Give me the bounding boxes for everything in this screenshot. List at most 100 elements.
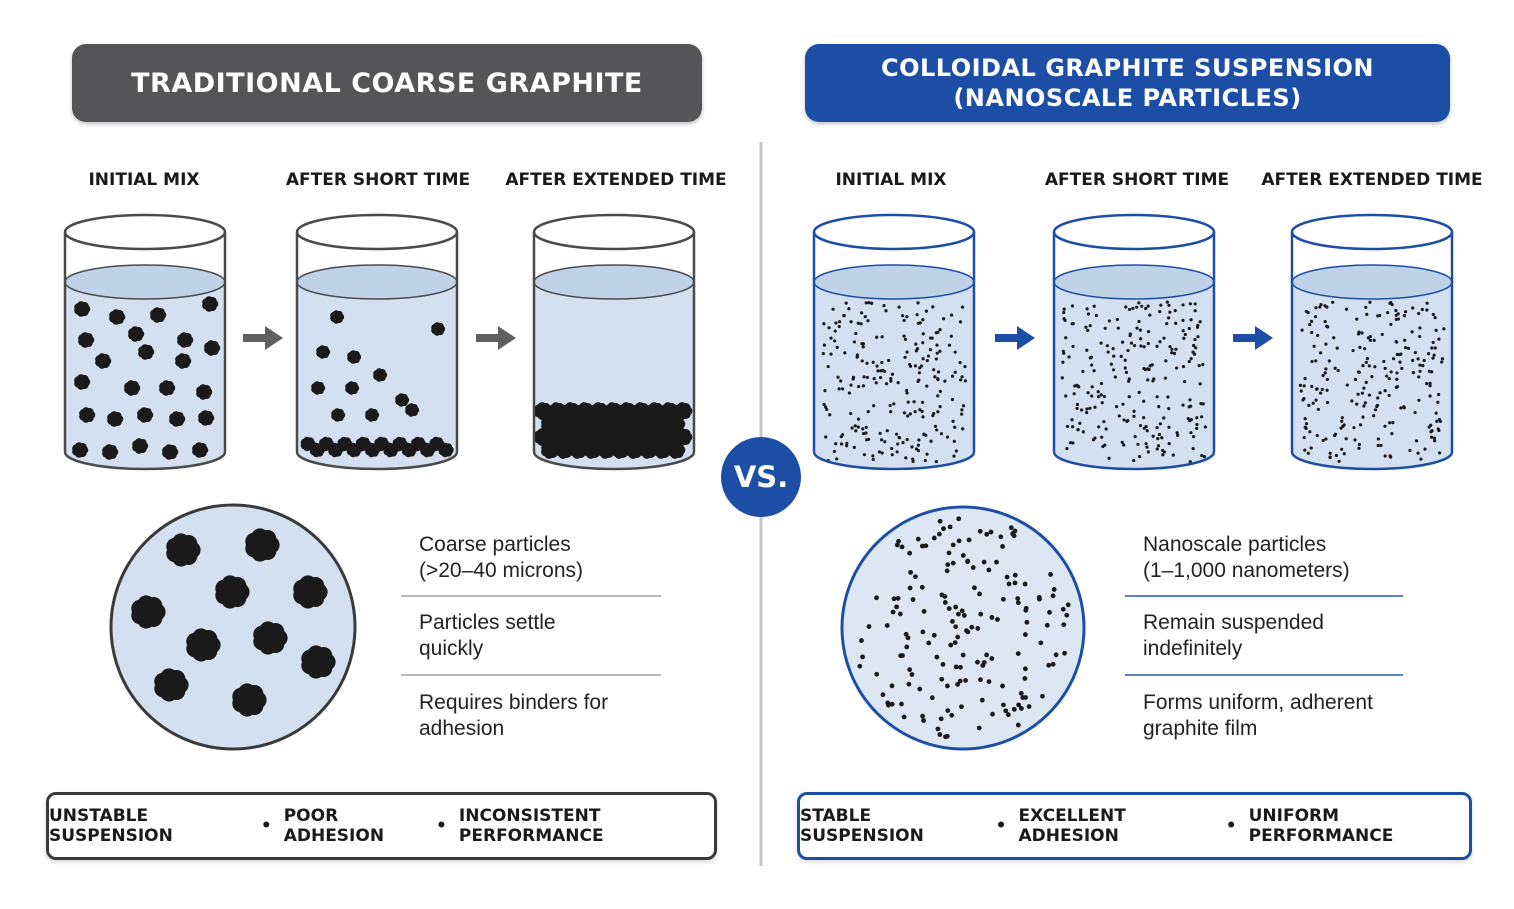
graphite-clump (169, 411, 186, 427)
nanoparticle (865, 361, 869, 365)
settled-clump (411, 436, 427, 452)
nanoparticle (1173, 309, 1177, 313)
nanoparticle (1103, 443, 1107, 447)
nanoparticle (1304, 426, 1308, 430)
nanoparticle (913, 410, 917, 414)
nanoparticle (1402, 405, 1406, 409)
nanoparticle-magnified (889, 701, 895, 707)
nanoparticle (1078, 421, 1082, 425)
nanoparticle-magnified (1003, 708, 1009, 714)
nanoparticle-magnified (1062, 650, 1067, 656)
nanoparticle (1383, 424, 1387, 428)
nanoparticle (917, 438, 921, 442)
nanoparticle (1068, 441, 1073, 445)
nanoparticle (847, 391, 852, 395)
nanoparticle (1395, 377, 1399, 381)
nanoparticle (1144, 442, 1148, 446)
nanoparticle (1325, 400, 1330, 405)
nanoparticle (872, 404, 876, 408)
nanoparticle (1418, 369, 1422, 373)
sediment-clump (576, 402, 595, 420)
nanoparticle (936, 410, 940, 414)
nanoparticle (890, 372, 895, 376)
nanoparticle (1388, 454, 1392, 458)
nanoparticle (1089, 355, 1093, 359)
nanoparticle (1357, 442, 1362, 447)
nanoparticle-magnified (1046, 662, 1052, 668)
nanoparticle (952, 454, 956, 458)
nanoparticle-magnified (1012, 580, 1018, 586)
nanoparticle (1120, 440, 1124, 444)
nanoparticle (1419, 457, 1423, 461)
nanoparticle (1390, 432, 1394, 436)
nanoparticle (1356, 392, 1360, 396)
nanoparticle (1131, 306, 1135, 310)
nanoparticle (1360, 331, 1364, 335)
nanoparticle (1383, 389, 1387, 393)
right-divider-2 (1125, 674, 1403, 676)
settled-clump (346, 442, 362, 458)
nanoparticle (1104, 427, 1108, 431)
nanoparticle (1120, 340, 1125, 344)
beaker-rim (295, 213, 459, 251)
nanoparticle-magnified (957, 678, 963, 684)
nanoparticle-magnified (969, 624, 975, 630)
nanoparticle (1411, 370, 1416, 375)
nanoparticle-magnified (904, 644, 910, 650)
nanoparticle-magnified (886, 702, 891, 708)
sediment-clump (541, 441, 560, 459)
nanoparticle (925, 384, 929, 388)
graphite-clump-magnified (215, 575, 250, 609)
nanoparticle (840, 387, 845, 391)
nanoparticle (871, 457, 875, 461)
nanoparticle (917, 371, 921, 375)
graphite-clump (192, 442, 209, 458)
nanoparticle (1416, 357, 1420, 361)
nanoparticle (959, 378, 963, 382)
nanoparticle-magnified (919, 584, 925, 590)
nanoparticle (1414, 439, 1419, 443)
nanoparticle (845, 444, 849, 448)
nanoparticle-magnified (953, 624, 959, 630)
nanoparticle (929, 439, 933, 443)
nanoparticle-magnified (975, 626, 981, 631)
nanoparticle-magnified (944, 733, 950, 739)
nanoparticle (885, 382, 889, 386)
nanoparticle-magnified (941, 526, 946, 532)
right-panel-title: COLLOIDAL GRAPHITE SUSPENSION (NANOSCALE… (805, 44, 1450, 122)
nanoparticle (889, 410, 893, 414)
nanoparticle-magnified (961, 613, 967, 618)
nanoparticle (1162, 416, 1166, 420)
nanoparticle (908, 412, 912, 416)
nanoparticle (871, 454, 875, 458)
nanoparticle (1431, 340, 1435, 345)
nanoparticle (1385, 374, 1389, 378)
nanoparticle (1093, 436, 1097, 440)
nanoparticle (1316, 407, 1320, 412)
nanoparticle (1168, 310, 1172, 314)
sediment-clump (555, 441, 574, 459)
nanoparticle (1174, 347, 1178, 351)
nanoparticle (1157, 432, 1162, 437)
nanoparticle (1109, 362, 1113, 366)
nanoparticle-magnified (1051, 587, 1057, 592)
nanoparticle (1145, 429, 1149, 433)
nanoparticle (895, 450, 899, 454)
nanoparticle (847, 307, 851, 311)
nanoparticle-magnified (977, 528, 983, 534)
sediment-clump (541, 415, 560, 433)
nanoparticle (936, 330, 940, 334)
nanoparticle (1189, 404, 1193, 408)
nanoparticle (1340, 416, 1344, 420)
nanoparticle (881, 368, 885, 372)
nanoparticle (822, 343, 827, 347)
settled-clump (328, 442, 344, 458)
nanoparticle-magnified (963, 678, 968, 683)
nanoparticle (1325, 388, 1329, 392)
nanoparticle-magnified (980, 663, 986, 668)
right-point-film-line1: Forms uniform, adherent (1143, 691, 1373, 714)
nanoparticle (1335, 346, 1339, 350)
nanoparticle-magnified (948, 642, 954, 648)
nanoparticle (1300, 328, 1304, 332)
nanoparticle-magnified (953, 604, 959, 610)
